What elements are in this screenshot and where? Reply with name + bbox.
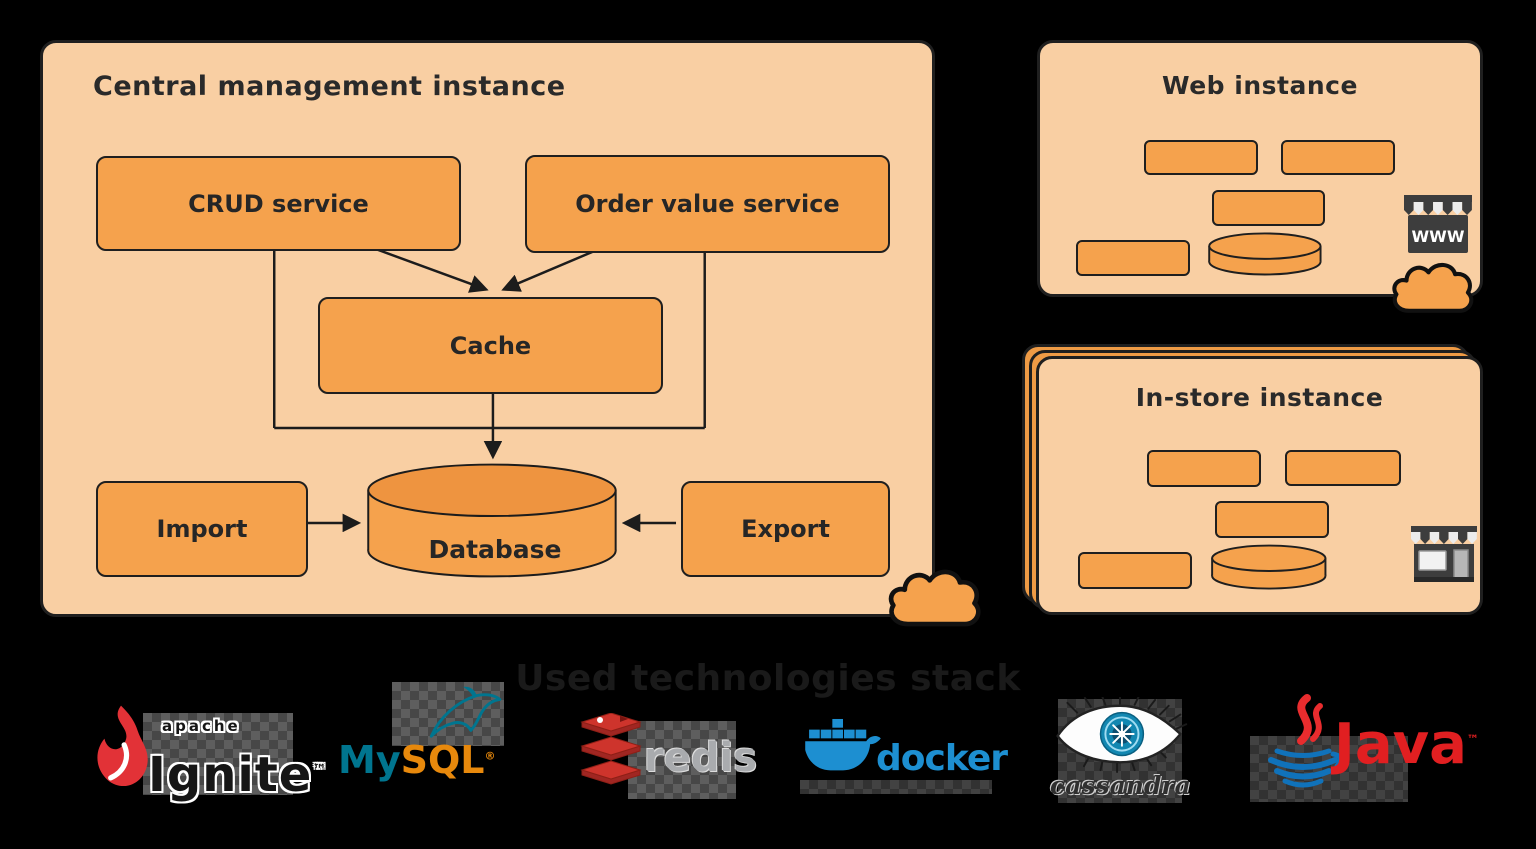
transparency-checker — [143, 713, 293, 795]
mysql-my: My — [338, 738, 401, 782]
web-service-box — [1076, 240, 1190, 276]
export-label: Export — [741, 515, 830, 543]
cassandra-wordmark: cassandra — [1050, 771, 1191, 800]
dolphin-icon — [429, 686, 502, 738]
cache-label: Cache — [449, 331, 532, 360]
ignite-label: Ignite™ — [148, 747, 360, 803]
central-management-panel: Central management instance — [40, 40, 935, 617]
web-service-box — [1212, 190, 1325, 226]
www-store-icon: WWW — [1404, 195, 1472, 253]
instore-panel-title: In-store instance — [1135, 383, 1384, 412]
mysql-wordmark: MySQL® — [338, 738, 510, 782]
cache-node: Cache — [318, 297, 663, 394]
flame-icon — [97, 705, 148, 787]
arrow-order-to-cache — [501, 249, 596, 292]
web-panel-title: Web instance — [1162, 71, 1358, 100]
export-node: Export — [681, 481, 890, 577]
instore-service-box — [1285, 450, 1401, 486]
redis-stack-icon — [580, 713, 642, 785]
cassandra-eye-icon — [1056, 697, 1188, 773]
logo-redis: redis — [578, 713, 757, 807]
redis-wordmark: redis — [644, 735, 758, 781]
www-label: WWW — [1412, 227, 1465, 246]
store-icon — [1411, 526, 1477, 582]
database-label: Database — [428, 535, 562, 564]
web-service-box — [1281, 140, 1395, 175]
central-panel-title: Central management instance — [93, 71, 566, 102]
crud-service-node: CRUD service — [96, 156, 461, 251]
docker-whale-icon — [805, 718, 881, 771]
trademark-symbol: ™ — [312, 762, 328, 778]
registered-symbol: ® — [484, 749, 496, 763]
instore-service-box — [1215, 501, 1329, 538]
logo-mysql: MySQL® — [336, 682, 508, 786]
logo-docker: docker — [800, 712, 1008, 804]
import-label: Import — [156, 515, 248, 543]
mysql-sql: SQL — [400, 738, 485, 782]
cloud-icon — [1392, 262, 1474, 313]
instore-service-box — [1147, 450, 1261, 487]
order-value-service-node: Order value service — [525, 155, 890, 253]
java-label: Java — [1334, 712, 1467, 777]
cloud-icon — [888, 569, 981, 627]
apache-label: apache — [162, 717, 241, 735]
web-service-box — [1144, 140, 1258, 175]
ignite-wordmark: Ignite — [148, 747, 313, 803]
transparency-checker — [800, 780, 992, 794]
import-node: Import — [96, 481, 308, 577]
transparency-checker — [628, 721, 736, 799]
instore-instance-panel: In-store instance — [1036, 356, 1483, 615]
instore-service-box — [1078, 552, 1192, 589]
java-wordmark: Java™ — [1334, 712, 1534, 777]
section-title: Used technologies stack — [515, 658, 1021, 699]
crud-service-label: CRUD service — [188, 189, 369, 218]
logo-apache-ignite: apache Ignite™ — [88, 697, 326, 803]
arrow-crud-to-cache — [374, 247, 489, 293]
trademark-symbol: ™ — [1466, 732, 1479, 747]
java-cup-icon — [1268, 694, 1343, 788]
web-instance-panel: Web instance WWW — [1037, 40, 1483, 297]
order-value-service-label: Order value service — [575, 190, 840, 218]
logo-cassandra: cassandra — [1050, 697, 1191, 807]
logo-java: Java™ — [1250, 688, 1479, 806]
docker-wordmark: docker — [876, 738, 1008, 779]
